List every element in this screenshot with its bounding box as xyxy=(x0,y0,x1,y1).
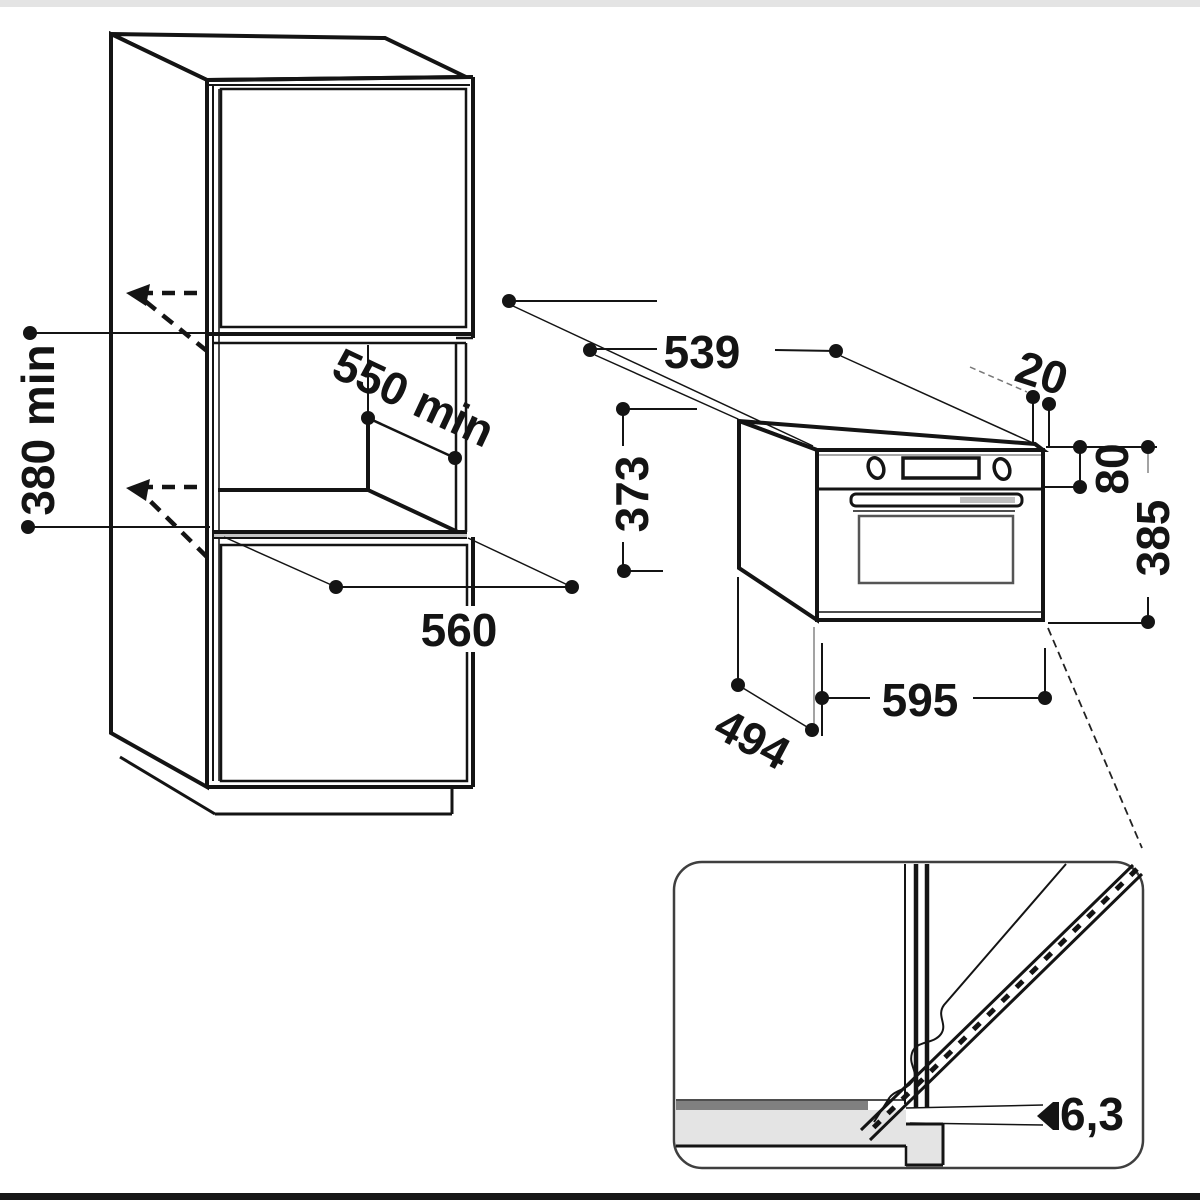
oven-display xyxy=(901,456,981,480)
vent-arrow-lower xyxy=(126,479,209,559)
oven-door-window xyxy=(857,514,1015,585)
dim-label-top-clearance: 20 xyxy=(1010,340,1075,405)
dim-label-door-gap: 6,3 xyxy=(1060,1088,1124,1140)
door-inner-profile xyxy=(873,863,1067,1123)
dim-panel-height: 80 xyxy=(1045,443,1138,495)
detail-frame xyxy=(672,860,1145,1170)
dim-rear-height: 373 xyxy=(606,402,697,578)
shelf-edge-strip xyxy=(214,533,467,538)
oven-knob-left xyxy=(866,455,886,481)
dim-niche-width: 560 xyxy=(223,536,579,656)
dim-label-body-depth: 494 xyxy=(706,698,799,780)
oven-door xyxy=(849,492,1024,585)
tall-cabinet-drawing xyxy=(109,30,475,816)
dim-front-height: 385 xyxy=(1048,454,1179,629)
door-section xyxy=(859,863,1144,1142)
front-edge-leader xyxy=(502,294,814,447)
dim-label-top-depth: 539 xyxy=(664,326,741,378)
dim-niche-height: 380 min xyxy=(12,326,213,534)
dim-label-panel-height: 80 xyxy=(1086,443,1138,494)
cabinet-upper-door xyxy=(219,87,468,329)
dim-door-gap: 6,3 xyxy=(905,1088,1124,1140)
bottom-border-band xyxy=(0,1193,1200,1200)
oven-door-handle-highlight xyxy=(960,497,1015,503)
worktop-section xyxy=(676,1099,945,1167)
dim-top-depth: 539 xyxy=(583,326,1034,444)
corner-detail-drawing: 6,3 xyxy=(672,860,1145,1170)
oven-side-face xyxy=(737,418,819,624)
detail-leader-line xyxy=(1047,627,1143,849)
dim-top-clearance: 20 xyxy=(969,340,1075,448)
dim-label-width: 595 xyxy=(882,674,959,726)
dim-label-rear-height: 373 xyxy=(606,456,658,533)
vent-arrow-upper xyxy=(126,284,209,353)
dim-label-front-height: 385 xyxy=(1127,500,1179,577)
label-mask xyxy=(420,606,504,652)
dim-label-niche-height: 380 min xyxy=(12,344,64,515)
dim-label-niche-width: 560 xyxy=(421,604,498,656)
oven-drawing xyxy=(737,418,1049,624)
oven-knob-right xyxy=(992,456,1012,482)
cabinet-lower-door xyxy=(219,543,469,783)
cabinet-side-panel xyxy=(109,30,209,791)
top-border-band xyxy=(0,0,1200,7)
cabinet-plinth xyxy=(119,755,454,816)
dim-width: 595 xyxy=(813,627,1052,736)
oven-control-panel xyxy=(866,455,1012,482)
dim-niche-depth: 550 min xyxy=(325,338,502,465)
